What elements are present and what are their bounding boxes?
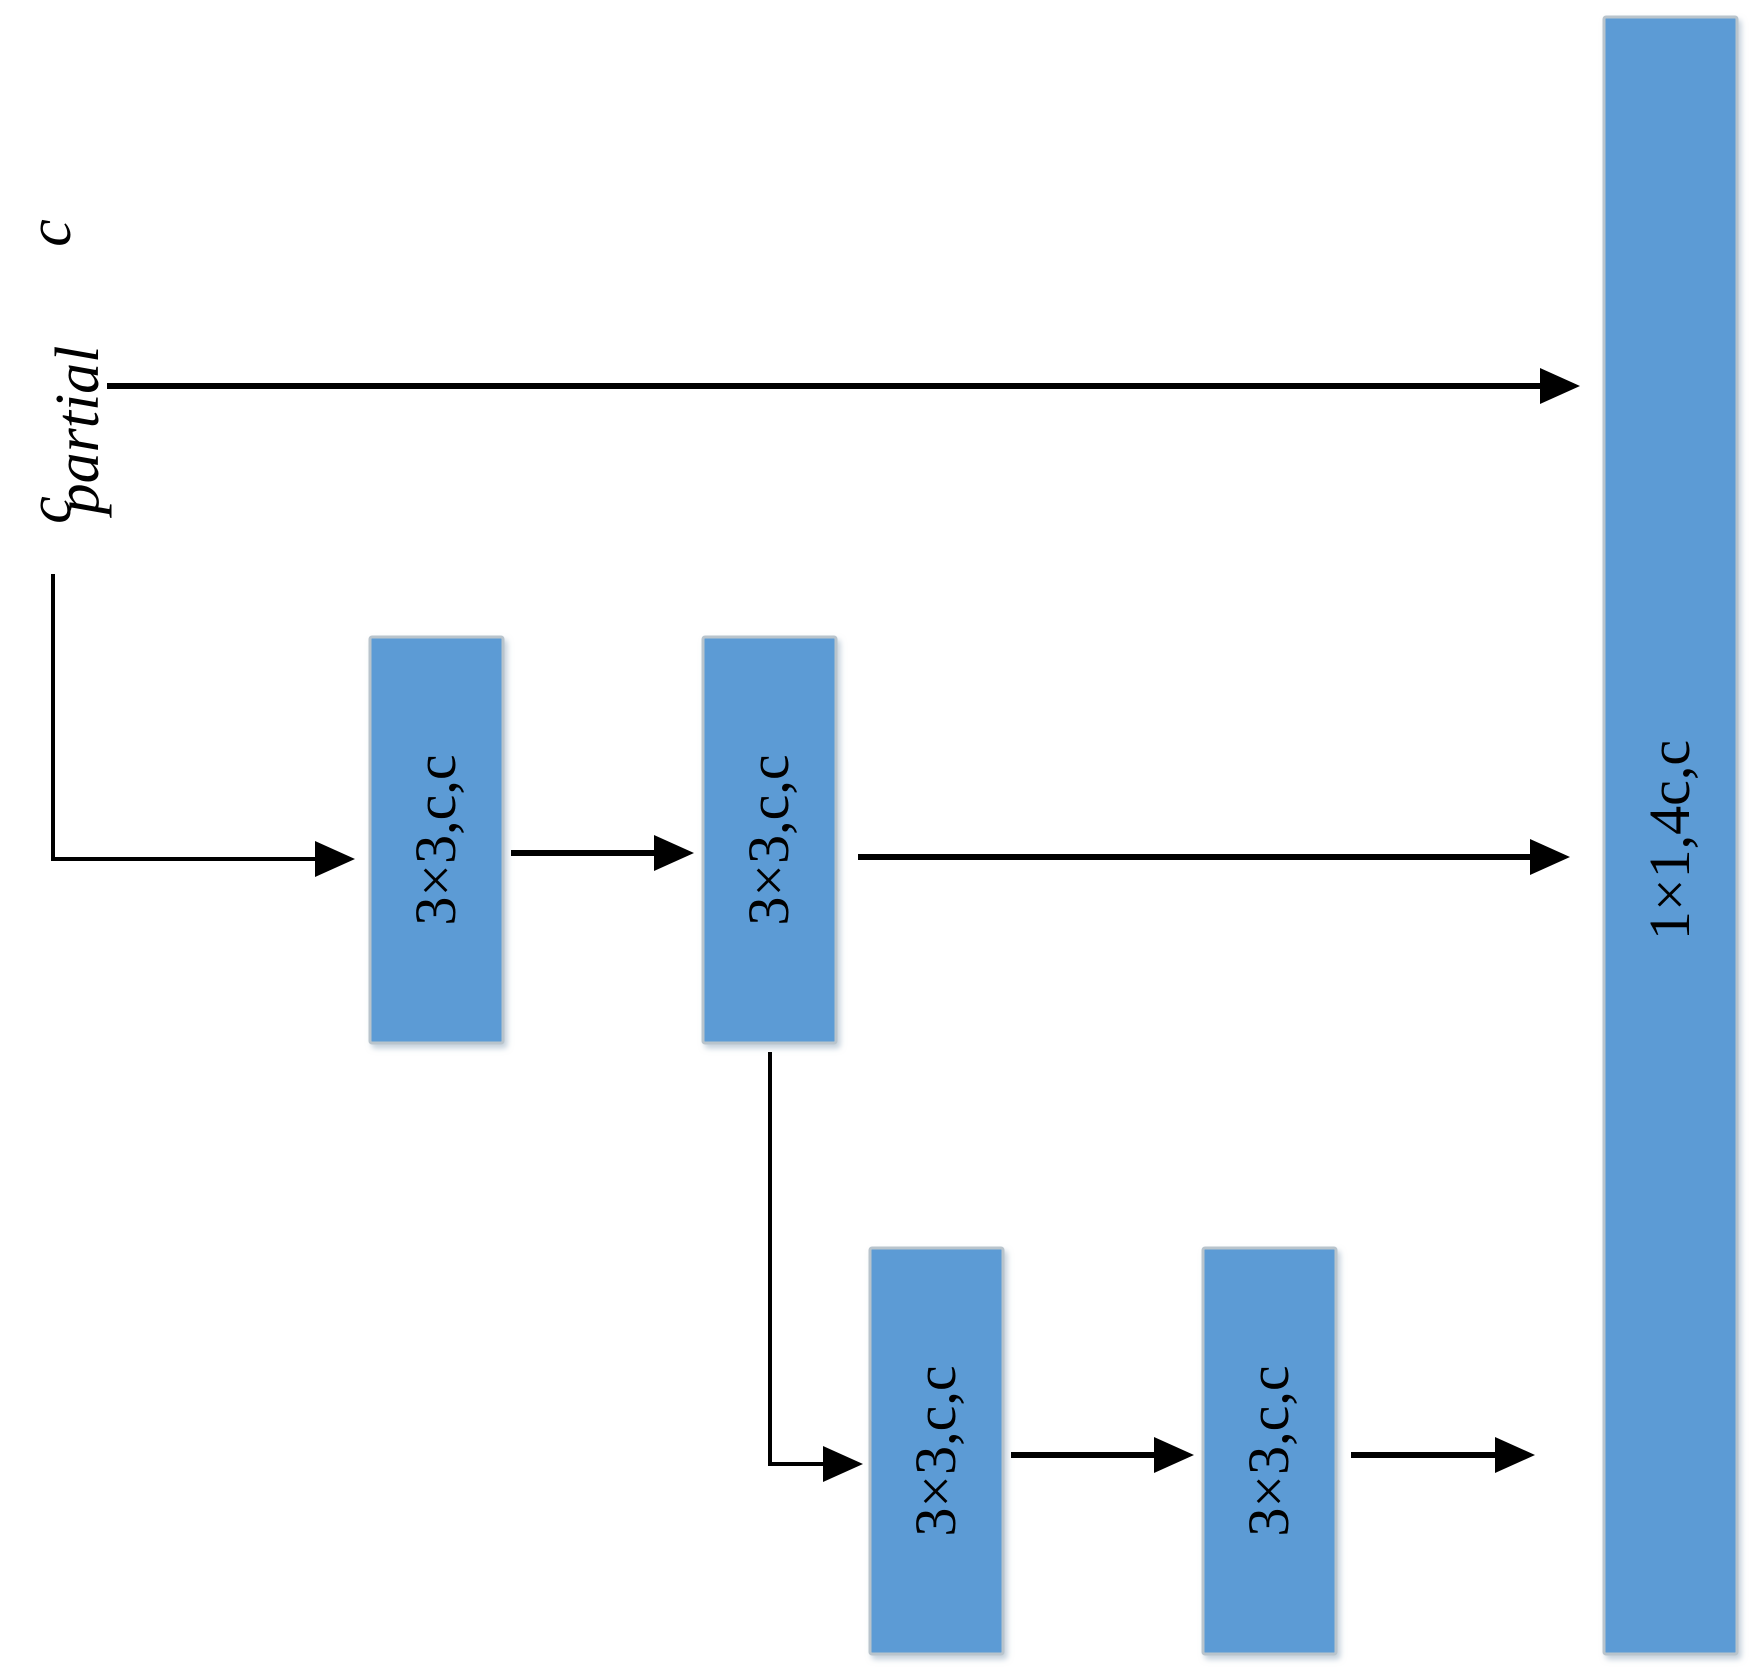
block-conv3: 3×3,c,c [868,1246,1005,1656]
arrowhead-conv4-to-fuse [1495,1437,1535,1473]
block-fuse: 1×1,4c,c [1602,15,1739,1656]
block-conv1-rect [368,635,505,1045]
block-conv2-rect [701,635,838,1045]
block-conv1-label: 3×3,c,c [403,754,468,925]
arrowhead-conv1-to-conv2 [654,835,694,871]
input-label-main: c [16,496,84,524]
block-conv4: 3×3,c,c [1201,1246,1338,1656]
arrowhead-conv2-to-conv3 [823,1446,863,1482]
input-label-partial: partial [44,346,112,519]
block-fuse-label: 1×1,4c,c [1637,740,1702,940]
block-conv2-label: 3×3,c,c [736,754,801,925]
block-conv4-label: 3×3,c,c [1236,1365,1301,1536]
block-conv3-rect [868,1246,1005,1656]
block-conv2: 3×3,c,c [701,635,838,1045]
block-conv3-label: 3×3,c,c [903,1365,968,1536]
block-fuse-rect [1602,15,1739,1656]
edge-conv2-to-conv3 [768,1052,828,1466]
arrowhead-input-to-conv1 [315,841,355,877]
block-conv4-rect [1201,1246,1338,1656]
arrowhead-conv2-to-fuse [1530,839,1570,875]
arrowhead-conv3-to-conv4 [1154,1437,1194,1473]
arrowhead-partial-to-fuse [1540,368,1580,404]
input-label-top: c [16,219,84,247]
block-conv1: 3×3,c,c [368,635,505,1045]
edge-input-to-conv1 [51,574,320,861]
